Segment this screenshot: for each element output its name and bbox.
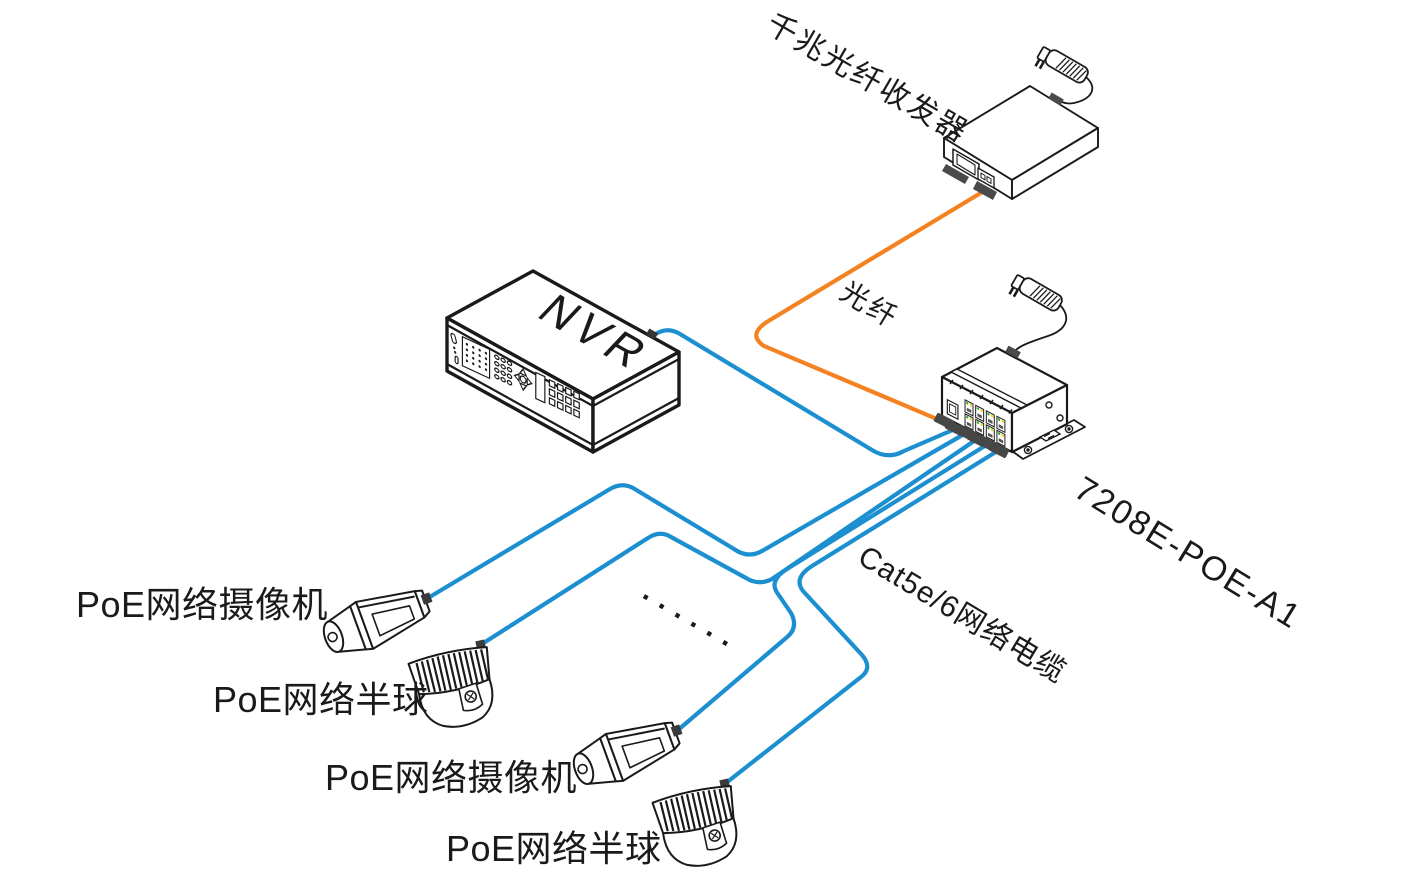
led-icon — [453, 350, 457, 354]
led-icon — [453, 346, 456, 350]
mount-plate-details — [1023, 401, 1074, 455]
keypad-dots — [465, 342, 488, 372]
usb-panel — [535, 371, 546, 404]
ethernet-cable-dome2 — [723, 447, 1002, 786]
bullet-camera-2 — [565, 708, 692, 797]
ethernet-cable-camera1 — [425, 430, 969, 601]
ethernet-cable-dome1 — [479, 436, 980, 647]
bullet-camera-1 — [315, 576, 442, 665]
camera2-label: PoE网络摄像机 — [325, 757, 577, 798]
fiber-cable — [754, 188, 987, 425]
fiber-label: 光纤 — [835, 276, 904, 335]
camera1-label: PoE网络摄像机 — [76, 584, 328, 625]
nvr-device: NVR — [445, 269, 681, 454]
power-inlet — [1048, 92, 1064, 106]
nvr-rims — [446, 324, 680, 447]
power-inlet — [1005, 345, 1021, 359]
power-cord — [1014, 304, 1068, 352]
switch-ports — [946, 398, 1006, 448]
dome-camera-2 — [649, 777, 747, 875]
round-buttons — [494, 354, 513, 386]
labels: 千兆光纤收发器 光纤 Cat5e/6网络电缆 7208E-POE-A1 ....… — [76, 7, 1308, 869]
switch-top-vents — [949, 379, 1013, 414]
ethernet-cable-label: Cat5e/6网络电缆 — [852, 540, 1071, 690]
nvr-front-panel — [450, 332, 580, 419]
square-buttons — [548, 378, 580, 419]
dome2-label: PoE网络半球 — [446, 828, 662, 869]
din-clip — [1038, 429, 1062, 442]
ethernet-plug — [988, 441, 1010, 459]
screw-icon — [1045, 401, 1053, 409]
fiber-transceiver-device — [942, 43, 1099, 200]
fiber-port-inner — [956, 153, 976, 176]
switch-model-label: 7208E-POE-A1 — [1068, 469, 1308, 636]
nvr-cable-connector — [645, 328, 659, 340]
dome1-label: PoE网络半球 — [213, 679, 429, 720]
power-adapter-icon — [1006, 271, 1066, 320]
dpad-icon — [513, 367, 533, 392]
cable-connector-plug — [973, 181, 997, 200]
cable-plugs — [933, 412, 1010, 459]
ethernet-cable-camera2 — [675, 441, 991, 733]
ir-window — [454, 355, 459, 365]
cables — [425, 188, 1002, 786]
more-cameras-ellipsis: ...... — [638, 574, 750, 658]
rj45-ports — [964, 399, 1006, 448]
transceiver-right-face — [1011, 127, 1099, 200]
transceiver-label: 千兆光纤收发器 — [761, 7, 975, 149]
nvr-right-face — [591, 350, 681, 454]
sfp-port-inner — [949, 403, 957, 416]
ethernet-cable-nvr — [651, 328, 958, 458]
fiber-connector-plug — [942, 164, 969, 184]
port-leds — [966, 401, 1004, 437]
switch-right-face — [1010, 383, 1069, 454]
power-button — [450, 332, 457, 345]
switch-top-groove — [950, 368, 1028, 409]
keypad-panel — [461, 335, 491, 380]
poe-switch-device — [933, 271, 1086, 460]
screw-icon — [1056, 414, 1064, 422]
port-pins — [980, 172, 992, 184]
power-adapter-icon — [1032, 43, 1092, 92]
